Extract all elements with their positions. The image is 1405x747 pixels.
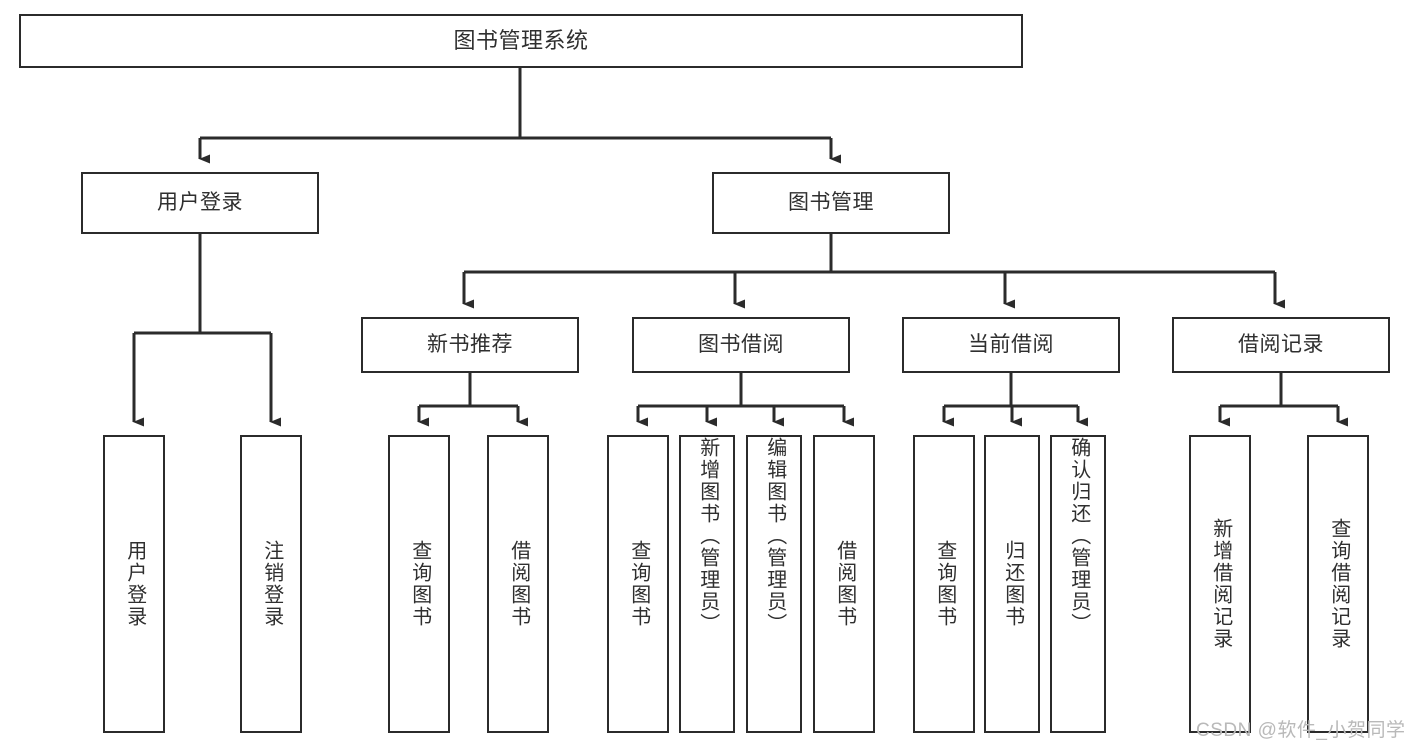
node-label: 查询借阅记录 [1327, 518, 1350, 650]
node-label: 借阅图书 [833, 540, 856, 628]
node-current-borrow[interactable]: 当前借阅 [902, 317, 1120, 373]
node-book-manage[interactable]: 图书管理 [712, 172, 950, 234]
node-book-borrow[interactable]: 图书借阅 [632, 317, 850, 373]
node-leaf-add-book[interactable]: 新增图书（管理员） [679, 435, 735, 733]
node-leaf-user-logout[interactable]: 注销登录 [240, 435, 302, 733]
node-leaf-add-borrow-record[interactable]: 新增借阅记录 [1189, 435, 1251, 733]
node-label: 借阅记录 [1238, 333, 1324, 357]
node-label: 用户登录 [157, 191, 243, 215]
node-new-book-recommend[interactable]: 新书推荐 [361, 317, 579, 373]
node-leaf-borrow-book[interactable]: 借阅图书 [813, 435, 875, 733]
node-leaf-borrow-book-rec[interactable]: 借阅图书 [487, 435, 549, 733]
node-label: 编辑图书（管理员） [763, 437, 786, 635]
node-label: 新书推荐 [427, 333, 513, 357]
node-leaf-user-login[interactable]: 用户登录 [103, 435, 165, 733]
node-leaf-return-book[interactable]: 归还图书 [984, 435, 1040, 733]
node-label: 查询图书 [408, 540, 431, 628]
node-label: 确认归还（管理员） [1067, 437, 1090, 635]
node-borrow-record[interactable]: 借阅记录 [1172, 317, 1390, 373]
node-label: 图书管理系统 [453, 27, 589, 53]
node-label: 用户登录 [123, 540, 146, 628]
node-leaf-query-book-borrow[interactable]: 查询图书 [607, 435, 669, 733]
node-leaf-query-borrow-record[interactable]: 查询借阅记录 [1307, 435, 1369, 733]
node-leaf-query-book-current[interactable]: 查询图书 [913, 435, 975, 733]
node-label: 归还图书 [1001, 540, 1024, 628]
node-label: 查询图书 [627, 540, 650, 628]
node-label: 图书管理 [788, 191, 874, 215]
node-label: 注销登录 [260, 540, 283, 628]
node-label: 新增图书（管理员） [696, 437, 719, 635]
node-leaf-query-book-rec[interactable]: 查询图书 [388, 435, 450, 733]
node-leaf-edit-book[interactable]: 编辑图书（管理员） [746, 435, 802, 733]
node-label: 当前借阅 [968, 333, 1054, 357]
node-label: 查询图书 [933, 540, 956, 628]
node-user-login[interactable]: 用户登录 [81, 172, 319, 234]
node-label: 借阅图书 [507, 540, 530, 628]
csdn-watermark: CSDN @软件_小贺同学 [1196, 720, 1405, 741]
node-label: 图书借阅 [698, 333, 784, 357]
node-root-book-management-system[interactable]: 图书管理系统 [19, 14, 1023, 68]
node-leaf-confirm-return[interactable]: 确认归还（管理员） [1050, 435, 1106, 733]
node-label: 新增借阅记录 [1209, 518, 1232, 650]
